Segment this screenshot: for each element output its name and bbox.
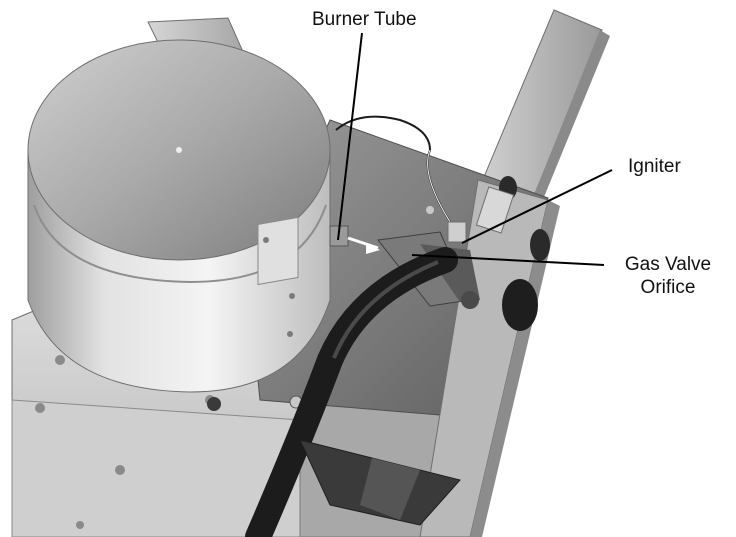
gas-valve-orifice-label: Gas Valve Orifice: [612, 253, 724, 299]
gas-valve-label-line2: Orifice: [640, 277, 696, 298]
side-bracket: [419, 176, 560, 537]
burner-cylinder: [27, 39, 331, 411]
igniter-label: Igniter: [628, 156, 681, 177]
leader-line-burner-tube: [337, 32, 363, 241]
burner-tube-label: Burner Tube: [312, 9, 417, 30]
leader-line-igniter: [461, 169, 613, 244]
front-lower-bracket: [299, 439, 461, 526]
gas-valve-label-line1: Gas Valve: [624, 254, 712, 275]
gas-hose: [245, 247, 458, 537]
leader-line-gas-valve: [411, 254, 605, 266]
leader-lines: [337, 32, 613, 266]
